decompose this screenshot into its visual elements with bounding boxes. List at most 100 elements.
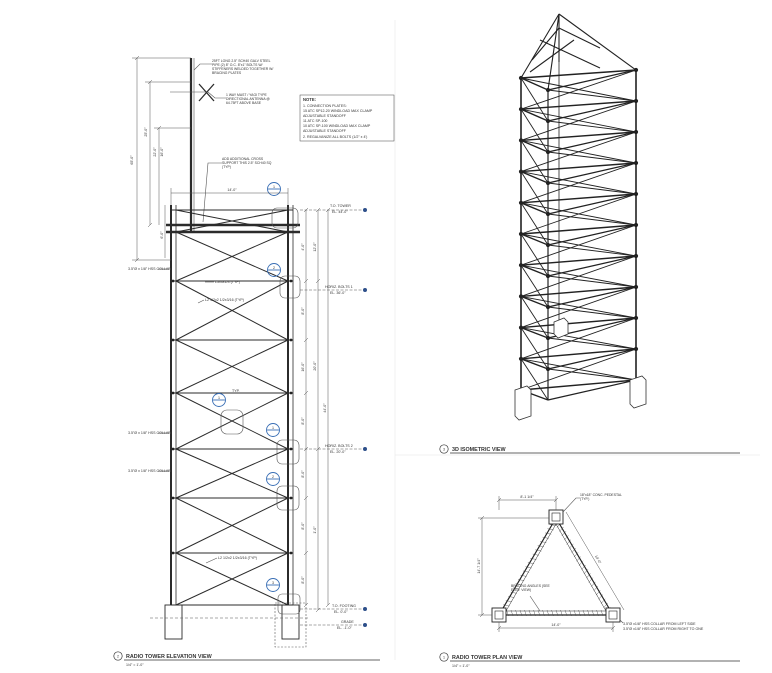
plan-hatch-line — [535, 549, 542, 552]
iso-diagonal — [547, 244, 637, 257]
iso-joint — [633, 191, 639, 197]
mast-note: 25FT LONG 2.5" SCH40 GALV STEEL PIPE (2)… — [212, 59, 274, 75]
elevation-left-notes: 3.5"Ø x 1/8" HSS COLLAR 3.5"Ø x 1/8" HSS… — [128, 267, 171, 473]
notes-line-5: 10 ATC SP-100 WINDLOAD MAX CLAMP — [303, 124, 371, 128]
plan-hatch-line — [586, 573, 591, 579]
iso-joint — [518, 200, 524, 205]
iso-joint — [518, 356, 524, 361]
plan-hatch-line — [547, 528, 554, 531]
elevation-left-dimensions: 65'-0" 25'-0" 22'-0" 16'-0" 6'-0" — [130, 55, 191, 263]
dim-mast-2: 22'-0" — [153, 147, 157, 157]
brace-note-a: L3x3x1/4 (TYP) — [215, 280, 240, 284]
tower-horizontals — [166, 209, 300, 606]
level-bolts2-elev: EL. 20'-0" — [330, 450, 346, 454]
iso-joint — [518, 75, 524, 81]
iso-joint — [633, 160, 639, 166]
plan-collar-note-b: 3.5"Ø x1/8" HSS COLLAR FROM RIGHT TO ONE — [623, 627, 704, 631]
collar-note-3: 3.5"Ø x 1/8" HSS COLLAR — [128, 469, 171, 473]
plan-hatch-line — [520, 574, 527, 577]
iso-joint — [518, 294, 524, 299]
plan-hatch-line — [527, 562, 535, 564]
iso-joint — [518, 169, 524, 174]
elevation-view-title: RADIO TOWER ELEVATION VIEW — [126, 654, 213, 660]
iso-diagonal — [520, 327, 549, 370]
iso-joint — [545, 242, 551, 248]
plan-hatch-line — [506, 609, 509, 617]
iso-joint — [545, 304, 551, 310]
plan-triangle — [498, 517, 614, 616]
plan-hatch-line — [576, 556, 581, 562]
iso-horizontal — [520, 348, 637, 360]
tower-legs — [170, 205, 294, 605]
plan-hatch-line — [598, 594, 603, 600]
level-grade-elev: EL. -1'-0" — [337, 626, 352, 630]
iso-joint — [545, 273, 551, 279]
iso-horizontal — [520, 358, 549, 370]
callout-6-number: 3 — [272, 581, 274, 585]
iso-diagonal — [547, 213, 637, 226]
plan-view-number: 1 — [443, 656, 445, 660]
plan-hatch-line — [573, 552, 579, 558]
notes-line-3: ADJUSTABLE STANDOFF — [303, 114, 347, 118]
plan-hatch-line — [559, 526, 564, 532]
elevation-view-scale: 1/4" = 1'-0" — [126, 663, 144, 667]
callout-5-number: 2 — [272, 475, 274, 479]
iso-diagonal — [520, 264, 549, 308]
iso-horizontal — [547, 286, 637, 308]
notes-line-4: 11 ATC SP-100 — [303, 119, 327, 123]
plan-hatch-line — [578, 560, 584, 566]
iso-horizontal — [520, 233, 549, 246]
plan-hatch-line — [564, 535, 569, 541]
iso-diagonal — [520, 255, 637, 297]
iso-diagonal — [520, 224, 637, 266]
plan-hatch-line — [564, 609, 568, 617]
dim-right-total-2: 44'-0" — [323, 403, 327, 413]
iso-diagonal — [547, 275, 637, 288]
plan-lattice-hatch — [500, 522, 611, 617]
iso-horizontal — [520, 139, 549, 153]
plan-hatch-line — [530, 558, 537, 560]
plan-pedestal-note: 18"x18" CONC. PEDESTAL (TYP.) — [580, 493, 622, 501]
brace-note-b: L2 1/2x2 1/2x3/16 (TYP) — [205, 298, 244, 302]
typ-label: TYP. — [232, 389, 240, 393]
plan-hatch-line — [503, 604, 510, 607]
plan-hatch-line — [561, 531, 567, 537]
elevation-title-block: 2 RADIO TOWER ELEVATION VIEW 1/4" = 1'-0… — [113, 651, 380, 667]
iso-diagonal — [520, 348, 637, 391]
iso-joint — [545, 180, 551, 186]
callout-1-number: 1 — [273, 185, 275, 189]
plan-hatch-line — [542, 609, 545, 617]
plan-hatch-line — [573, 609, 577, 617]
general-notes-box: NOTE: 1. CONNECTION PLATES: 15 ATC SP12-… — [299, 94, 395, 142]
plan-bottom-dim: 14'-0" — [551, 623, 561, 627]
elevation-view-number: 2 — [117, 655, 119, 659]
level-top-label: T.O. TOWER — [330, 204, 351, 208]
iso-horizontal — [520, 131, 637, 142]
plan-hatch-line — [519, 609, 523, 617]
plan-left-dim: 14'-7 1/4" — [477, 558, 481, 574]
iso-joint — [518, 231, 524, 237]
iso-joint — [633, 315, 639, 321]
antenna-yagi — [170, 83, 215, 102]
level-grade-label: GRADE — [341, 620, 354, 624]
iso-horizontal — [520, 286, 637, 298]
iso-joint — [633, 346, 639, 352]
callout-2-number: 2 — [273, 266, 275, 270]
iso-joint — [545, 335, 551, 341]
plan-side-dim: 14'-0" — [594, 555, 602, 566]
elevation-right-dimensions: 4'-0" 8'-0" 16'-0" 8'-0" 8'-0" 8'-0" 8'-… — [301, 207, 331, 613]
plan-hatch-line — [542, 536, 549, 539]
antenna-note: 1 WAY MAST / YAGI TYPE DIRECTIONAL ANTEN… — [226, 93, 270, 105]
plan-hatch-line — [528, 609, 532, 617]
plan-hatch-line — [515, 609, 518, 617]
plan-hatch-line — [510, 609, 514, 617]
isometric-view-title: 3D ISOMETRIC VIEW — [452, 447, 507, 453]
dim-right-total-3: 20'-0" — [313, 361, 317, 371]
iso-horizontal — [520, 193, 637, 204]
iso-diagonal — [547, 151, 637, 164]
plan-hatch-line — [525, 566, 532, 569]
dim-mast-1: 25'-0" — [144, 127, 148, 137]
iso-joint — [633, 129, 639, 135]
plan-hatch-line — [596, 609, 599, 617]
plan-hatch-line — [544, 532, 552, 535]
